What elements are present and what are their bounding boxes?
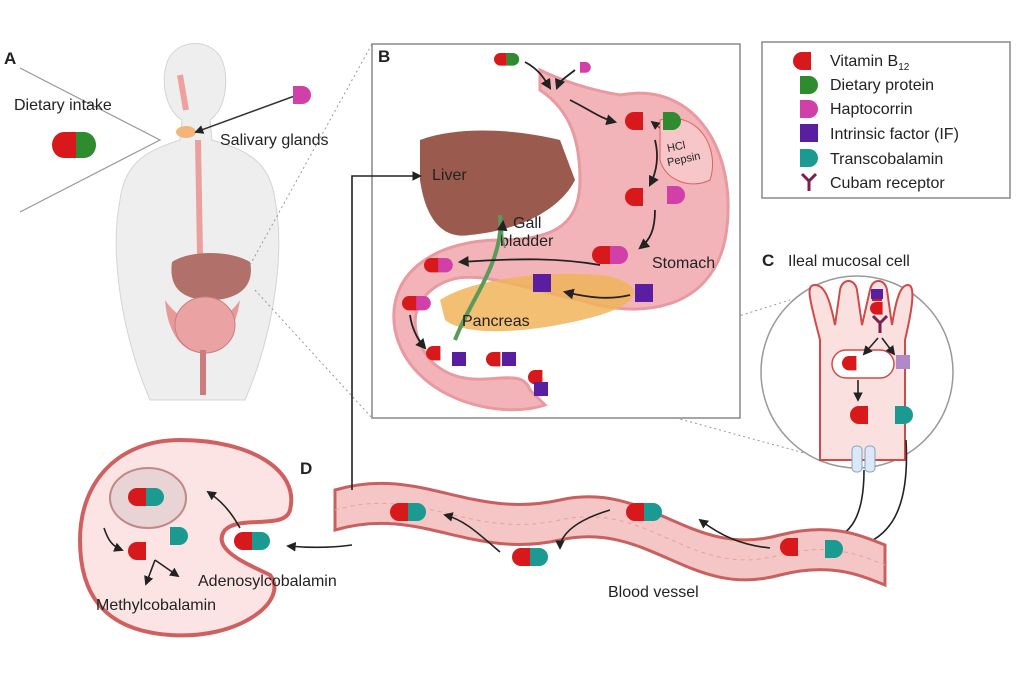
- panel-b-arrows: [409, 61, 659, 350]
- vessel-arrows: [286, 171, 771, 553]
- b12-if-complex: [870, 302, 883, 315]
- salivary-arrow: [194, 93, 301, 134]
- salivary-glands-label: Salivary glands: [220, 132, 329, 149]
- if-degraded: [896, 355, 910, 369]
- panel-label-d: D: [300, 459, 312, 478]
- intake-wedge: [19, 67, 162, 213]
- panel-label-c: C: [762, 251, 774, 270]
- vitamin-b12-icon: [793, 52, 811, 70]
- legend: Vitamin B12 Dietary protein Haptocorrin …: [761, 41, 1011, 199]
- haptocorrin-mark: [293, 86, 311, 104]
- panel-label-b: B: [378, 47, 390, 66]
- b12-endosome: [842, 356, 857, 371]
- bladder-label: bladder: [500, 233, 554, 250]
- liver-label: Liver: [432, 167, 467, 184]
- stomach-label: Stomach: [652, 255, 715, 272]
- transporter-right: [864, 445, 876, 473]
- hcl-arrow: [650, 120, 661, 130]
- legend-intrinsic-factor: Intrinsic factor (IF): [830, 126, 959, 143]
- transcobalamin-free: [895, 406, 913, 424]
- transcobalamin-icon: [800, 149, 818, 167]
- vessel-midline: [334, 502, 886, 566]
- cubam-receptor: [871, 314, 889, 333]
- ileal-cell-label: Ileal mucosal cell: [788, 253, 910, 270]
- panel-d-arrows: [103, 490, 241, 586]
- b12-free: [850, 406, 868, 424]
- dietary-intake-label: Dietary intake: [14, 97, 112, 114]
- human-body-figure: [115, 43, 280, 401]
- legend-dietary-protein: Dietary protein: [830, 77, 934, 94]
- blood-vessel-label: Blood vessel: [608, 584, 699, 601]
- legend-vitamin-b12: Vitamin B12: [830, 53, 910, 73]
- gall-label: Gall: [513, 215, 541, 232]
- endosome: [831, 349, 895, 379]
- if-top: [871, 289, 883, 299]
- legend-transcobalamin: Transcobalamin: [830, 151, 943, 168]
- legend-haptocorrin: Haptocorrin: [830, 101, 913, 118]
- panel-label-a: A: [4, 49, 16, 68]
- legend-cubam-receptor: Cubam receptor: [830, 175, 945, 192]
- dietary-b12-pill: [52, 132, 96, 158]
- panel-b-molecules: [402, 53, 685, 396]
- methylcobalamin-label: Methylcobalamin: [96, 597, 216, 614]
- blood-vessel: [333, 481, 887, 588]
- pancreas-label: Pancreas: [462, 313, 530, 330]
- cubam-receptor-icon: [800, 172, 818, 191]
- intrinsic-factor-icon: [800, 124, 818, 142]
- stomach-anatomy: [392, 67, 730, 412]
- hcl-label: HCl: [666, 139, 686, 155]
- dietary-protein-icon: [800, 76, 818, 94]
- adenosylcobalamin-label: Adenosylcobalamin: [198, 573, 337, 590]
- transporter-left: [851, 445, 863, 473]
- haptocorrin-icon: [800, 100, 818, 118]
